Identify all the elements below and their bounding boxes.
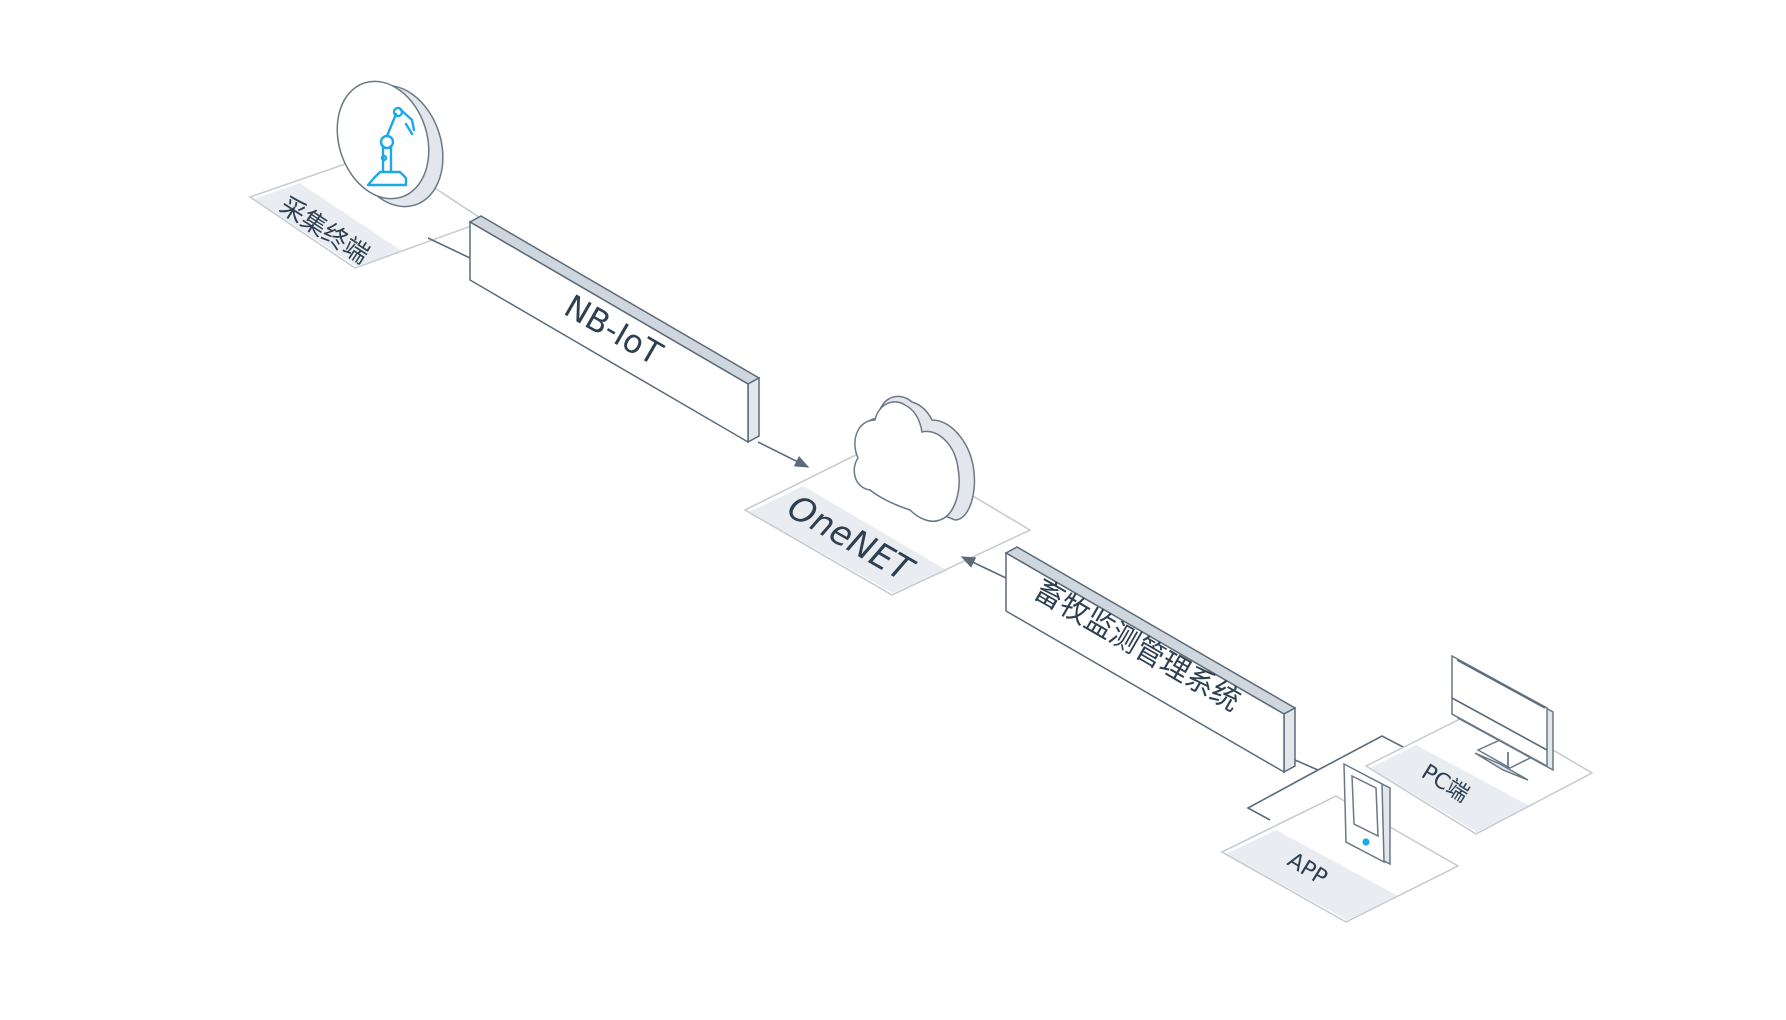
network-box: NB-IoT	[468, 215, 761, 444]
platform-plate-band	[749, 486, 948, 593]
phone-home-button	[1362, 838, 1370, 846]
system-label: 畜牧监测管理系统	[1029, 573, 1247, 718]
terminal-node: 采集终端	[248, 80, 487, 270]
monitor-icon	[1451, 654, 1554, 781]
app-node: APP	[1220, 762, 1460, 923]
cloud-icon	[853, 395, 976, 522]
system-branch-line	[1246, 735, 1406, 821]
network-to-platform-arrow	[757, 441, 810, 468]
terminal-to-network-line	[427, 237, 471, 259]
phone-icon	[1343, 762, 1391, 866]
terminal-plate-band	[254, 183, 402, 266]
system-to-platform-arrow	[960, 556, 1007, 579]
pc-plate-band	[1370, 745, 1530, 832]
system-box: 畜牧监测管理系统	[1004, 546, 1297, 774]
pc-node: PC端	[1364, 654, 1594, 835]
robot-arm-icon	[336, 80, 444, 208]
app-plate-band	[1226, 830, 1398, 920]
platform-node: OneNET	[743, 395, 1032, 596]
